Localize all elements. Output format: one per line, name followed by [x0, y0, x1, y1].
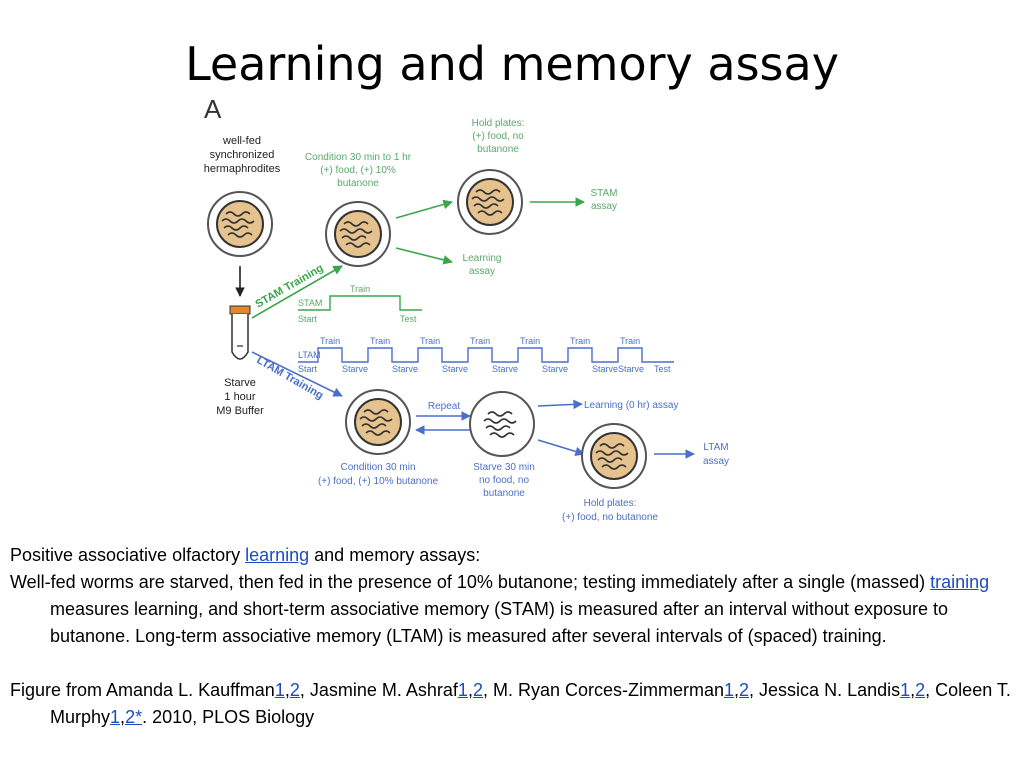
ltam-train-label-6: Train [570, 336, 590, 346]
ref-link-corces-2[interactable]: 2 [739, 680, 750, 700]
caption-heading: Positive associative olfactory learning … [10, 542, 1014, 569]
plate-start [207, 191, 273, 257]
ltam-starve-label-5: Starve [542, 364, 568, 374]
ref-link-corces-1[interactable]: 1 [724, 680, 735, 700]
caption-body-post: measures learning, and short-term associ… [50, 599, 949, 646]
starve-label-line-3: M9 Buffer [216, 405, 264, 417]
learning-link[interactable]: learning [245, 545, 310, 565]
ref-link-ashraf-1[interactable]: 1 [457, 680, 468, 700]
condition-top-line-2: (+) food, (+) 10% [320, 165, 396, 176]
hold-top-line-1: Hold plates: [472, 118, 525, 129]
assay-figure: A well-fed synchronized hermaphrodites S… [192, 94, 740, 526]
figure-credit: Figure from Amanda L. Kauffman1,2, Jasmi… [10, 680, 1011, 727]
credit-sep-4: , Coleen T. Murphy [50, 680, 1011, 727]
caption-heading-post: and memory assays: [309, 545, 481, 565]
plate-hold-bottom [581, 423, 647, 489]
start-label-line-1: well-fed [222, 135, 261, 147]
credit-suffix: . 2010, PLOS Biology [142, 707, 315, 727]
stam-timeline-test: Test [400, 314, 417, 324]
plate-starve [469, 391, 535, 457]
caption-heading-pre: Positive associative olfactory [10, 545, 246, 565]
ltam-starve-label-7: Starve [618, 364, 644, 374]
starve30-line-2: no food, no [479, 475, 529, 486]
condition-bottom-line-2: (+) food, (+) 10% butanone [318, 476, 439, 487]
credit-sep-3: , Jessica N. Landis [749, 680, 901, 700]
ltam-train-label-7: Train [620, 336, 640, 346]
learning-assay-line-2: assay [469, 266, 495, 277]
condition-top-line-3: butanone [337, 178, 379, 189]
ltam-timeline-name: LTAM [298, 350, 321, 360]
ltam-train-label-2: Train [370, 336, 390, 346]
ltam-assay-line-1: LTAM [703, 442, 728, 453]
panel-letter: A [204, 96, 222, 124]
stam-timeline-train: Train [350, 284, 370, 294]
plate-hold-top [457, 169, 523, 235]
condition-bottom-line-1: Condition 30 min [340, 462, 415, 473]
plate-condition-top [325, 201, 391, 267]
ref-link-ashraf-2[interactable]: 2 [472, 680, 483, 700]
stam-timeline-name: STAM [298, 298, 322, 308]
ltam-train-label-4: Train [470, 336, 490, 346]
ltam-starve-label-2: Starve [392, 364, 418, 374]
ltam-starve-label-4: Starve [492, 364, 518, 374]
learning-0hr-label: Learning (0 hr) assay [584, 400, 679, 411]
learning-assay-line-1: Learning [463, 253, 502, 264]
starve30-line-1: Starve 30 min [473, 462, 535, 473]
ref-link-kauffman-1[interactable]: 1 [274, 680, 285, 700]
hold-top-line-3: butanone [477, 144, 519, 155]
assay-diagram: A well-fed synchronized hermaphrodites S… [204, 94, 729, 523]
ltam-starve-label-6: Starve [592, 364, 618, 374]
start-label-line-2: synchronized [210, 149, 275, 161]
m9-buffer-tube [229, 305, 251, 360]
credit-sep-1: , Jasmine M. Ashraf [299, 680, 458, 700]
caption-body: Well-fed worms are starved, then fed in … [10, 569, 1014, 650]
starve-label-line-1: Starve [224, 377, 256, 389]
hold-bottom-line-2: (+) food, no butanone [562, 512, 658, 523]
repeat-label: Repeat [428, 401, 460, 412]
start-label-line-3: hermaphrodites [204, 163, 281, 175]
starve30-line-3: butanone [483, 488, 525, 499]
ref-link-landis-1[interactable]: 1 [900, 680, 911, 700]
stam-assay-line-2: assay [591, 201, 617, 212]
ref-link-kauffman-2[interactable]: 2 [289, 680, 300, 700]
hold-top-line-2: (+) food, no [472, 131, 524, 142]
credit-sep-2: , M. Ryan Corces-Zimmerman [482, 680, 724, 700]
condition-top-line-1: Condition 30 min to 1 hr [305, 152, 412, 163]
hold-bottom-line-1: Hold plates: [584, 498, 637, 509]
credit-prefix: Figure from Amanda L. Kauffman [10, 680, 275, 700]
training-link[interactable]: training [930, 572, 990, 592]
ltam-starve-label-1: Starve [342, 364, 368, 374]
caption: Positive associative olfactory learning … [10, 542, 1014, 731]
ltam-train-label-5: Train [520, 336, 540, 346]
stam-timeline-start: Start [298, 314, 318, 324]
stam-assay-line-1: STAM [590, 188, 617, 199]
slide-title: Learning and memory assay [185, 37, 839, 91]
ref-link-landis-2[interactable]: 2 [915, 680, 926, 700]
caption-body-pre: Well-fed worms are starved, then fed in … [10, 572, 931, 592]
ltam-timeline-test: Test [654, 364, 671, 374]
ref-link-murphy-1[interactable]: 1 [110, 707, 121, 727]
plate-condition-bottom [345, 389, 411, 455]
ltam-train-label-1: Train [320, 336, 340, 346]
ltam-train-label-3: Train [420, 336, 440, 346]
ref-link-murphy-2[interactable]: 2* [125, 707, 143, 727]
ltam-starve-label-3: Starve [442, 364, 468, 374]
starve-label-line-2: 1 hour [224, 391, 256, 403]
ltam-assay-line-2: assay [703, 456, 729, 467]
ltam-timeline-start: Start [298, 364, 318, 374]
